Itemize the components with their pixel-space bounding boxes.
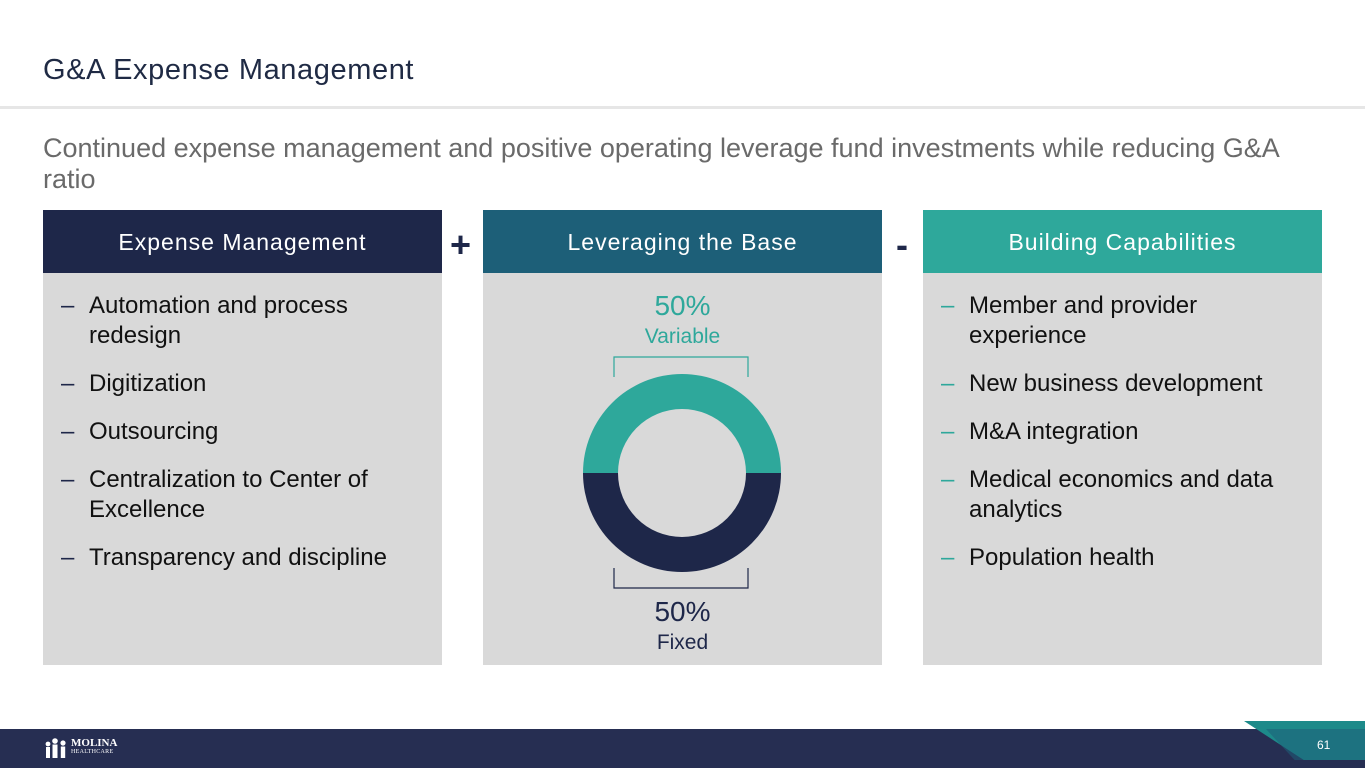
expense-management-panel: Expense Management –Automation and proce…: [43, 210, 442, 665]
leveraging-base-header: Leveraging the Base: [483, 210, 882, 273]
bullet-dash: –: [61, 292, 75, 319]
list-item-text: Digitization: [89, 370, 207, 397]
footer-bar: [0, 721, 1365, 768]
fixed-percent: 50%: [654, 596, 711, 627]
list-item-text: Member and provider experience: [969, 292, 1198, 349]
molina-logo: MOLINA HEALTHCARE: [44, 736, 117, 760]
variable-bracket: [613, 356, 749, 377]
bullet-dash: –: [61, 370, 75, 397]
bullet-dash: –: [941, 418, 955, 445]
list-item: –M&A integration: [941, 417, 1308, 447]
page-number: 61: [1317, 738, 1331, 752]
list-item-text: Automation and process redesign: [89, 292, 348, 349]
list-item: –Outsourcing: [61, 417, 428, 447]
list-item-text: Population health: [969, 544, 1155, 571]
list-item-text: Outsourcing: [89, 418, 219, 445]
list-item-text: Centralization to Center of Excellence: [89, 466, 368, 523]
minus-operator: -: [896, 224, 908, 265]
building-capabilities-list: –Member and provider experience –New bus…: [923, 273, 1322, 573]
bullet-dash: –: [941, 292, 955, 319]
list-item-text: Medical economics and data analytics: [969, 466, 1274, 523]
title-divider: [0, 106, 1365, 109]
footer-corner-accent: [1244, 721, 1365, 760]
expense-management-header: Expense Management: [43, 210, 442, 273]
variable-label: Variable: [644, 325, 721, 348]
building-capabilities-header: Building Capabilities: [923, 210, 1322, 273]
donut-chart: [583, 356, 781, 589]
bullet-dash: –: [61, 544, 75, 571]
bullet-dash: –: [61, 466, 75, 493]
list-item: –Centralization to Center of Excellence: [61, 465, 428, 525]
slide-title: G&A Expense Management: [43, 54, 415, 86]
building-capabilities-panel: Building Capabilities –Member and provid…: [923, 210, 1322, 665]
leveraging-base-panel: Leveraging the Base 50% Variable 50% Fix…: [483, 210, 882, 665]
list-item: –Automation and process redesign: [61, 291, 428, 351]
logo-wordmark: MOLINA HEALTHCARE: [71, 737, 118, 757]
logo-line-2: HEALTHCARE: [71, 749, 114, 755]
list-item-text: Transparency and discipline: [89, 544, 387, 571]
list-item: –Digitization: [61, 369, 428, 399]
expense-management-list: –Automation and process redesign –Digiti…: [43, 273, 442, 573]
bullet-dash: –: [941, 370, 955, 397]
donut-variable-segment: [583, 374, 781, 473]
list-item: –Transparency and discipline: [61, 543, 428, 573]
plus-operator: +: [450, 224, 472, 265]
list-item-text: New business development: [969, 370, 1263, 397]
fixed-bracket: [613, 568, 749, 589]
list-item-text: M&A integration: [969, 418, 1139, 445]
fixed-label: Fixed: [656, 631, 709, 654]
family-people-icon: [44, 738, 68, 758]
list-item: –New business development: [941, 369, 1308, 399]
variable-fixed-donut: 50% Variable 50% Fixed: [483, 210, 882, 665]
list-item: –Member and provider experience: [941, 291, 1308, 351]
bullet-dash: –: [941, 544, 955, 571]
slide-subtitle: Continued expense management and positiv…: [43, 133, 1279, 194]
list-item: –Population health: [941, 543, 1308, 573]
list-item: –Medical economics and data analytics: [941, 465, 1308, 525]
logo-line-1: MOLINA: [71, 737, 118, 749]
donut-fixed-segment: [583, 473, 781, 572]
bullet-dash: –: [941, 466, 955, 493]
bullet-dash: –: [61, 418, 75, 445]
variable-percent: 50%: [654, 290, 711, 321]
